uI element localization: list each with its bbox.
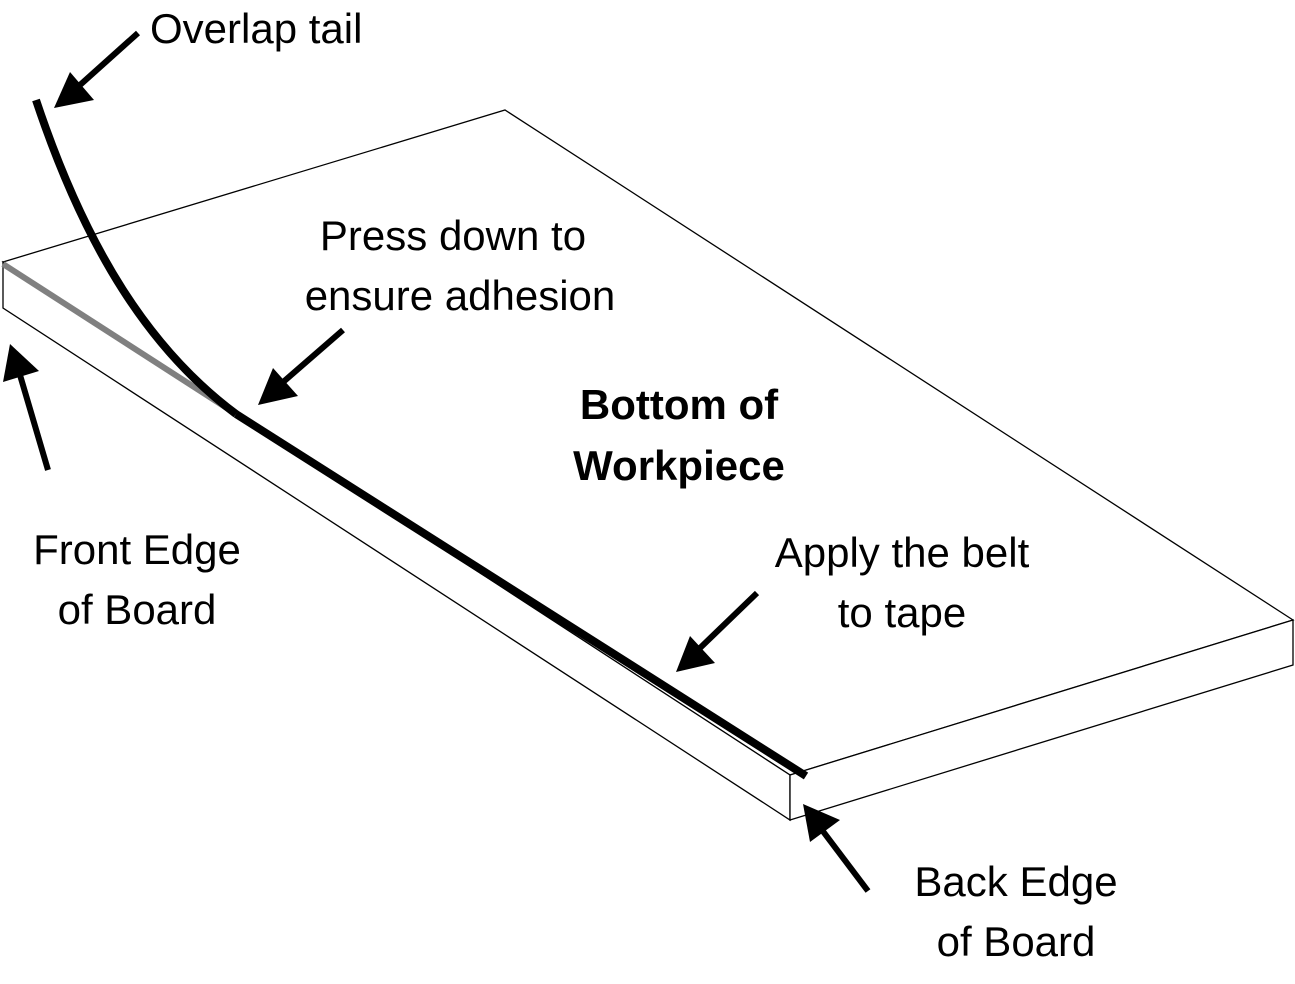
apply-belt-arrow — [676, 590, 760, 672]
press-down-label-line1: Press down to — [320, 212, 586, 259]
press-down-arrow — [258, 327, 345, 405]
apply-belt-label-line2: to tape — [838, 589, 966, 636]
back-edge-label-line1: Back Edge — [914, 858, 1117, 905]
applied-tape-strip — [233, 410, 809, 780]
bottom-of-workpiece-line2: Workpiece — [573, 442, 785, 489]
front-edge-highlight — [1, 261, 238, 417]
overlap-tail-arrow — [54, 30, 141, 108]
overlap-tail-label: Overlap tail — [150, 5, 362, 52]
back-edge-label-line2: of Board — [937, 918, 1096, 965]
press-down-label-line2: ensure adhesion — [305, 272, 616, 319]
front-edge-arrow — [3, 344, 51, 471]
bottom-of-workpiece-line1: Bottom of — [580, 381, 779, 428]
front-edge-label-line1: Front Edge — [33, 526, 241, 573]
overlap-tail-curve — [32, 98, 239, 418]
apply-belt-label-line1: Apply the belt — [775, 529, 1030, 576]
board-right-face — [789, 619, 1294, 821]
front-edge-label-line2: of Board — [58, 586, 217, 633]
back-edge-arrow — [803, 804, 871, 893]
